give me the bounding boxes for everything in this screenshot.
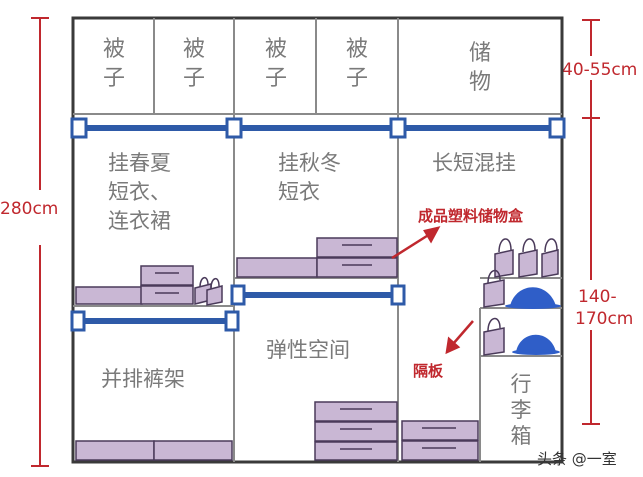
storage-box [401, 420, 479, 441]
left-upper-label: 挂春夏短衣、连衣裙 [108, 151, 171, 233]
top-compartment-4-label: 被子 [346, 37, 368, 91]
shelf-arrow [445, 320, 474, 355]
storage-boxes [75, 237, 479, 461]
handbag-icon [210, 278, 220, 289]
box-handles [155, 244, 456, 450]
storage-box [153, 440, 233, 461]
watermark: 头条 @一室 [537, 450, 617, 468]
hat-icon [516, 334, 556, 352]
hanging-rails [70, 117, 566, 332]
handbag-icons [194, 238, 559, 356]
right-upper-label: 长短混挂 [432, 151, 516, 175]
storage-box [401, 440, 479, 461]
handbag-icon [483, 327, 505, 356]
handbag-icon [487, 269, 501, 284]
middle-upper-label: 挂秋冬短衣 [278, 151, 341, 204]
handbag-icon [487, 317, 501, 332]
storage-box [236, 257, 318, 278]
hat-icons [505, 287, 561, 355]
dimension-top-section [582, 19, 600, 425]
top-compartment-3-label: 被子 [265, 37, 287, 91]
handbag-icon [518, 249, 538, 278]
dimension-total-height-label: 280cm [0, 199, 58, 219]
handbag-icon [199, 277, 209, 288]
handbag-icon [494, 249, 514, 278]
top-compartment-2-label: 被子 [183, 37, 205, 91]
storage-box [314, 421, 398, 442]
left-lower-label: 并排裤架 [101, 367, 185, 391]
storage-box [314, 401, 398, 422]
shelf-annotation: 隔板 [413, 362, 444, 380]
handbag-icon [541, 249, 559, 278]
dimension-middle-section-label: 140- 170cm [575, 287, 633, 329]
dimension-top-section-label: 40-55cm [562, 60, 637, 80]
storage-box-arrow [391, 226, 441, 260]
top-compartment-dividers [73, 18, 562, 115]
handbag-icon [498, 238, 512, 253]
storage-box-annotation: 成品塑料储物盒 [418, 207, 524, 225]
storage-box [75, 440, 155, 461]
storage-box [316, 237, 398, 258]
handbag-icon [544, 238, 558, 253]
handbag-icon [206, 285, 223, 306]
handbag-icon [522, 238, 536, 253]
middle-lower-label: 弹性空间 [266, 338, 350, 362]
top-compartment-1-label: 被子 [103, 37, 125, 91]
storage-box [316, 257, 398, 278]
dimension-total-height [31, 17, 49, 467]
storage-box [140, 285, 194, 305]
storage-box [314, 441, 398, 461]
storage-box [140, 265, 194, 286]
luggage-label: 行李箱 [511, 372, 532, 448]
top-compartment-5-label: 储物 [469, 41, 491, 95]
handbag-icon [483, 279, 505, 308]
hat-icon [510, 287, 556, 306]
storage-box [75, 286, 143, 305]
